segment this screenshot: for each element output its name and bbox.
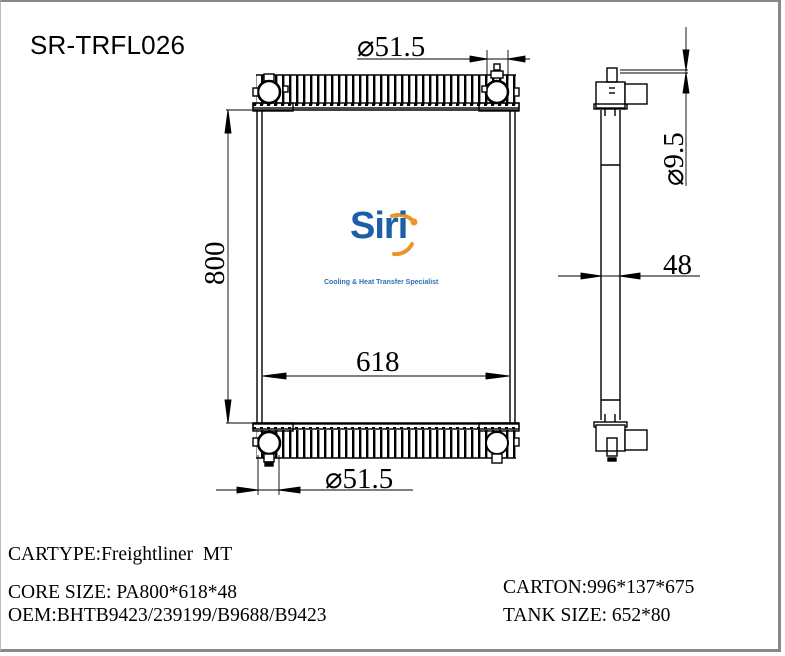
spec-oem: OEM:BHTB9423/239199/B9688/B9423 bbox=[8, 605, 327, 626]
part-number-title: SR-TRFL026 bbox=[30, 30, 186, 60]
top-tank bbox=[252, 63, 520, 112]
logo-brand: Siri bbox=[350, 205, 408, 247]
spec-cartype: CARTYPE:Freightliner MT bbox=[8, 544, 233, 565]
spec-carton: CARTON:996*137*675 bbox=[503, 577, 695, 598]
dim-core-thickness: 48 bbox=[663, 249, 692, 281]
logo-dot-icon bbox=[410, 218, 418, 226]
bottom-tank bbox=[252, 422, 520, 467]
spec-tank-size: TANK SIZE: 652*80 bbox=[503, 605, 671, 626]
spec-core-size: CORE SIZE: PA800*618*48 bbox=[8, 582, 237, 603]
dim-bottom-outlet-diameter: ⌀51.5 bbox=[325, 463, 393, 495]
side-view bbox=[593, 67, 648, 462]
dim-core-height: 800 bbox=[199, 242, 231, 286]
dim-core-width: 618 bbox=[356, 346, 400, 378]
logo-tagline: Cooling & Heat Transfer Specialist bbox=[324, 279, 439, 286]
dim-side-fitting-diameter: ⌀9.5 bbox=[658, 132, 690, 186]
front-view bbox=[252, 63, 520, 467]
dim-top-inlet-diameter: ⌀51.5 bbox=[357, 31, 425, 63]
